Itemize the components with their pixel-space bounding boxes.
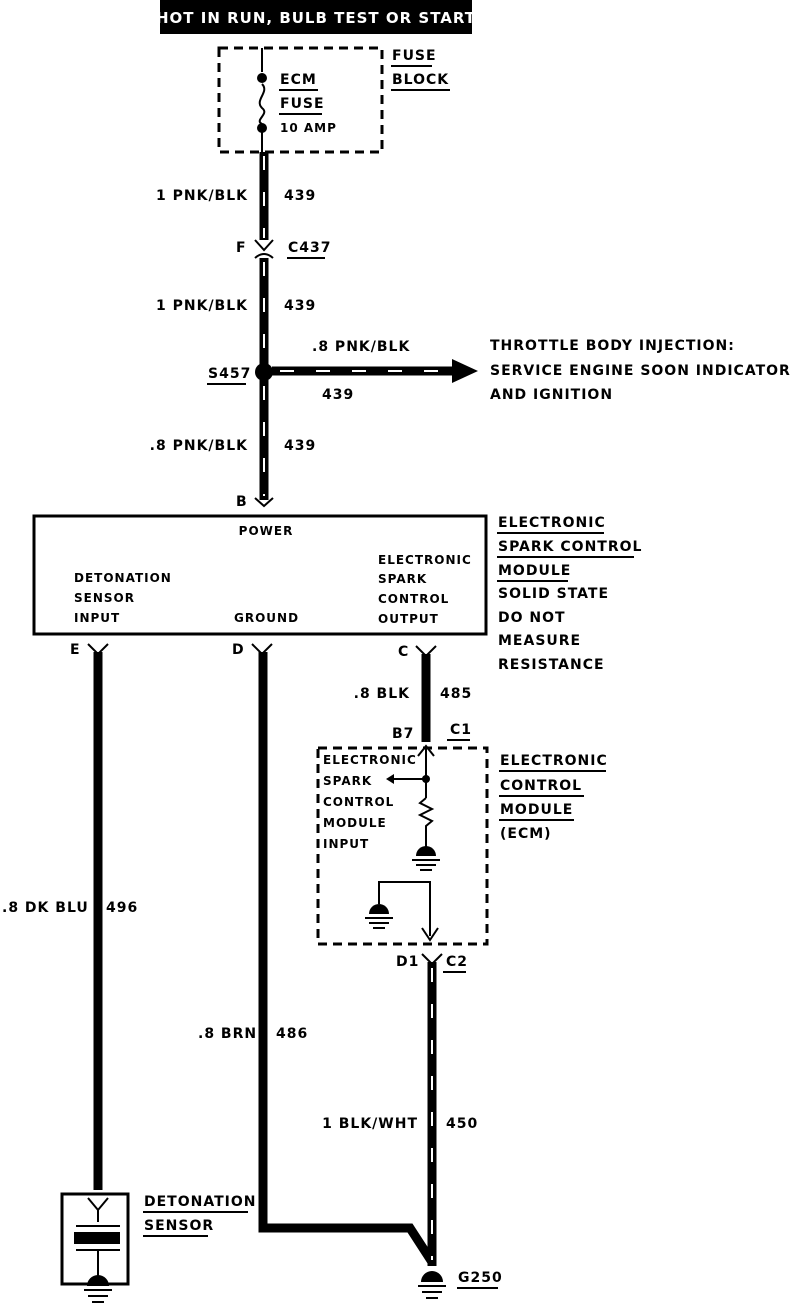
wire-496-label: .8 DK BLU [2, 900, 89, 916]
wire-485-circuit: 485 [440, 686, 472, 702]
pin-e-label: E [70, 642, 81, 658]
ecm-title-line1: ELECTRONIC [500, 753, 608, 769]
ecm-pin-b7-label: B7 [392, 726, 414, 742]
wire-439-lower-circuit: 439 [284, 438, 316, 454]
wire-439-branch-circuit: 439 [322, 387, 354, 403]
esc-note-line4: RESISTANCE [498, 657, 605, 673]
branch-dest-line3: AND IGNITION [490, 387, 613, 403]
esc-output-line1: ELECTRONIC [378, 553, 472, 567]
splice-s457-label: S457 [208, 366, 251, 382]
wire-439-lower-label: .8 PNK/BLK [150, 438, 248, 454]
esc-note-line3: MEASURE [498, 633, 581, 649]
power-pin-label: B [236, 494, 248, 510]
wire-439-middle-circuit: 439 [284, 298, 316, 314]
wire-486 [258, 652, 436, 1265]
connector-c437-pin: F [236, 240, 247, 256]
ecm-box [316, 746, 489, 946]
ecm-input-line1: ELECTRONIC [323, 753, 417, 767]
connector-c437-icon [254, 239, 274, 252]
wire-450-label: 1 BLK/WHT [322, 1116, 418, 1132]
pin-d-label: D [232, 642, 245, 658]
esc-det-input-line2: SENSOR [74, 591, 135, 605]
wire-439-upper-circuit: 439 [284, 188, 316, 204]
ecm-title-line2: CONTROL [500, 778, 582, 794]
power-pin-icon [254, 497, 274, 508]
ecm-input-line2: SPARK [323, 774, 372, 788]
fuse-name-line1: ECM [280, 72, 317, 88]
fuse-terminal-top [257, 73, 267, 83]
fuse-block-title-line2: BLOCK [392, 72, 449, 88]
ecm-input-line4: MODULE [323, 816, 387, 830]
esc-det-input-line1: DETONATION [74, 571, 172, 585]
ecm-input-arrow-icon [386, 774, 394, 784]
detonation-sensor-element-icon [74, 1232, 120, 1244]
wire-486-circuit: 486 [276, 1026, 308, 1042]
esc-det-input-line3: INPUT [74, 611, 120, 625]
fuse-block-outline [217, 46, 384, 154]
ecm-title-line4: (ECM) [500, 826, 552, 842]
ecm-input-line5: INPUT [323, 837, 369, 851]
esc-title-line2: SPARK CONTROL [498, 539, 642, 555]
wire-450-circuit: 450 [446, 1116, 478, 1132]
pin-c-label: C [398, 644, 409, 660]
esc-note-line1: SOLID STATE [498, 586, 609, 602]
branch-arrow-icon [452, 359, 478, 383]
ecm-ground-symbol-lower-icon [369, 904, 389, 914]
splice-s457 [255, 363, 273, 381]
wire-439-middle-label: 1 PNK/BLK [156, 298, 248, 314]
fuse-element-icon [258, 83, 266, 125]
ecm-title-line3: MODULE [500, 802, 573, 818]
esc-title-line3: MODULE [498, 563, 571, 579]
detonation-sensor-title-line1: DETONATION [144, 1194, 256, 1210]
branch-dest-line2: SERVICE ENGINE SOON INDICATOR [490, 363, 791, 379]
ecm-c1-label: C1 [450, 722, 472, 738]
wire-439-upper-label: 1 PNK/BLK [156, 188, 248, 204]
ecm-input-line3: CONTROL [323, 795, 394, 809]
ecm-internal-ground-trace [378, 881, 431, 936]
fuse-name-line2: FUSE [280, 96, 325, 112]
esc-power-label: POWER [239, 524, 294, 538]
esc-output-line2: SPARK [378, 572, 427, 586]
fuse-terminal-bottom [257, 123, 267, 133]
ecm-pin-d1-label: D1 [396, 954, 419, 970]
esc-output-line3: CONTROL [378, 592, 449, 606]
detonation-sensor-ground-icon [87, 1275, 109, 1286]
power-source-label: HOT IN RUN, BULB TEST OR START [156, 9, 476, 27]
esc-ground-label: GROUND [234, 611, 299, 625]
esc-output-line4: OUTPUT [378, 612, 439, 626]
ecm-ground-symbol-upper-icon [416, 846, 436, 856]
esc-title-line1: ELECTRONIC [498, 515, 606, 531]
power-source-banner [160, 0, 472, 34]
ground-g250-icon [421, 1271, 443, 1282]
fuse-block-title-line1: FUSE [392, 48, 437, 64]
esc-note-line2: DO NOT [498, 610, 566, 626]
connector-c437-label: C437 [288, 240, 332, 256]
detonation-sensor-title-line2: SENSOR [144, 1218, 214, 1234]
ground-g250-label: G250 [458, 1270, 503, 1286]
esc-module-box [32, 514, 488, 636]
ecm-resistor-icon [417, 797, 435, 842]
wire-485-label: .8 BLK [354, 686, 411, 702]
ecm-c2-label: C2 [446, 954, 468, 970]
wire-439-branch-label: .8 PNK/BLK [312, 339, 410, 355]
fuse-rating: 10 AMP [280, 121, 337, 135]
wire-486-label: .8 BRN [198, 1026, 257, 1042]
branch-dest-line1: THROTTLE BODY INJECTION: [490, 338, 735, 354]
wire-496-circuit: 496 [106, 900, 138, 916]
